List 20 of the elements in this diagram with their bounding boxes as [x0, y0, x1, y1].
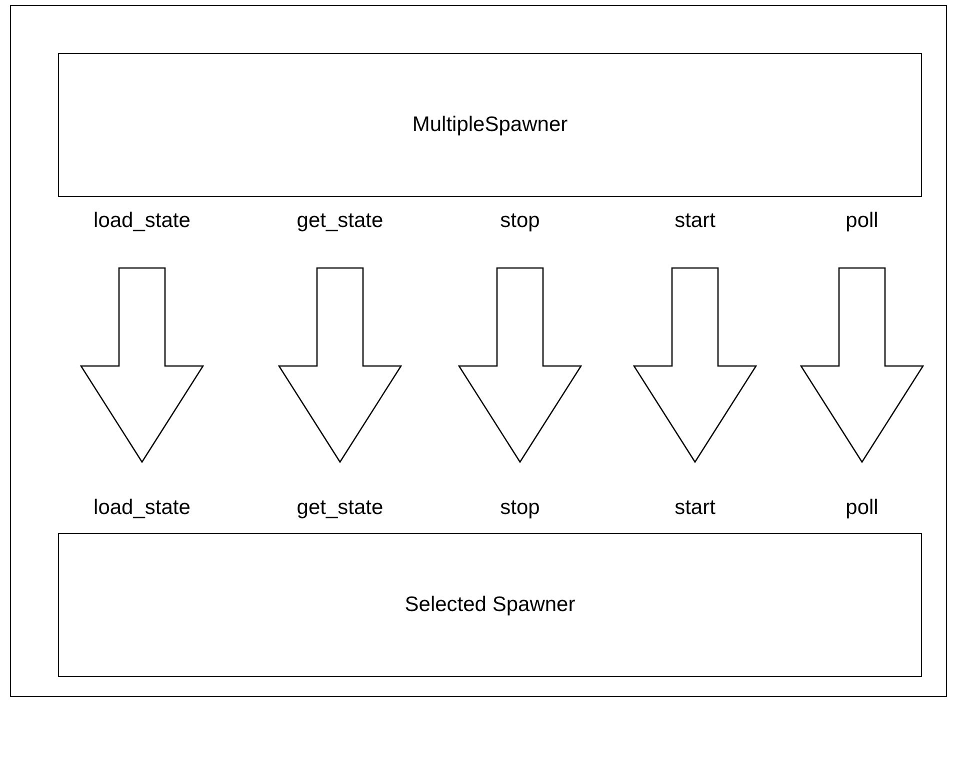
block-arrow [278, 267, 402, 464]
method-label: start [674, 495, 716, 521]
block-arrow [632, 267, 758, 464]
process-box [58, 53, 922, 197]
method-label: load_state [92, 208, 192, 234]
method-label: start [674, 208, 716, 234]
block-arrow [800, 267, 924, 464]
box-label: Selected Spawner [404, 592, 576, 618]
container-box [10, 5, 947, 697]
method-label: get_state [296, 208, 384, 234]
process-box [58, 533, 922, 677]
method-label: stop [499, 495, 541, 521]
method-label: poll [844, 495, 880, 521]
block-arrow [458, 267, 582, 464]
method-label: poll [844, 208, 880, 234]
method-label: load_state [92, 495, 192, 521]
box-label: MultipleSpawner [412, 112, 568, 138]
block-arrow [80, 267, 204, 464]
method-label: get_state [296, 495, 384, 521]
method-label: stop [499, 208, 541, 234]
